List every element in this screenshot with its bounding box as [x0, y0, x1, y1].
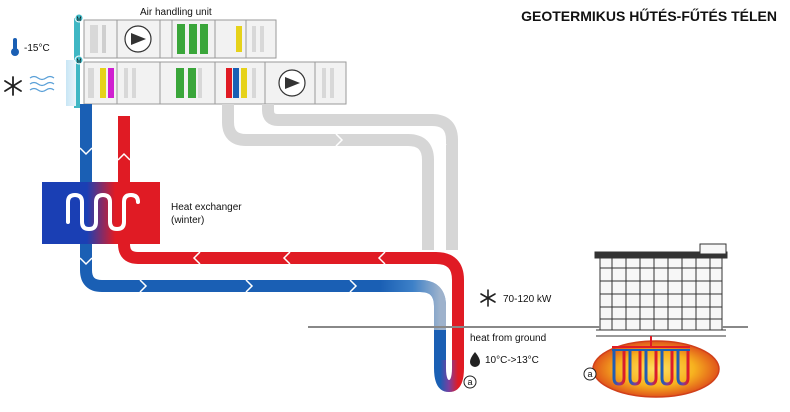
thermometer-icon: [11, 38, 19, 56]
heat-exchanger-sublabel: (winter): [171, 215, 204, 226]
ground-label: heat from ground: [470, 333, 546, 344]
ground-temperature: 10°C->13°C: [485, 355, 539, 366]
borehole-marker: [463, 375, 477, 389]
ahu-marker-top: M: [77, 17, 82, 23]
hot-pipe: [117, 116, 464, 365]
ahu-label: Air handling unit: [140, 7, 212, 18]
borehole-marker-letter: a: [467, 377, 472, 387]
field-marker-letter: a: [587, 369, 592, 379]
power-label: 70-120 kW: [503, 294, 552, 305]
power-snowflake-icon: [480, 289, 496, 307]
air-handling-unit: M M: [66, 13, 347, 108]
diagram-title: GEOTERMIKUS HŰTÉS-FŰTÉS TÉLEN: [521, 7, 777, 24]
temperature-drop-icon: [470, 352, 480, 367]
cold-pipe: [79, 104, 446, 365]
heat-exchanger-label: Heat exchanger: [171, 202, 242, 213]
borehole-ubend: [434, 360, 464, 393]
outdoor-temperature: -15°C: [24, 43, 50, 54]
grey-pipe-loop: [222, 104, 458, 250]
field-marker: [583, 367, 597, 381]
heat-exchanger: [42, 182, 160, 244]
snowflake-icon: [4, 76, 22, 96]
airflow-icon: [29, 75, 55, 93]
ahu-marker-bottom: M: [77, 59, 82, 65]
building: [570, 243, 748, 337]
ground-loops: [612, 336, 690, 386]
